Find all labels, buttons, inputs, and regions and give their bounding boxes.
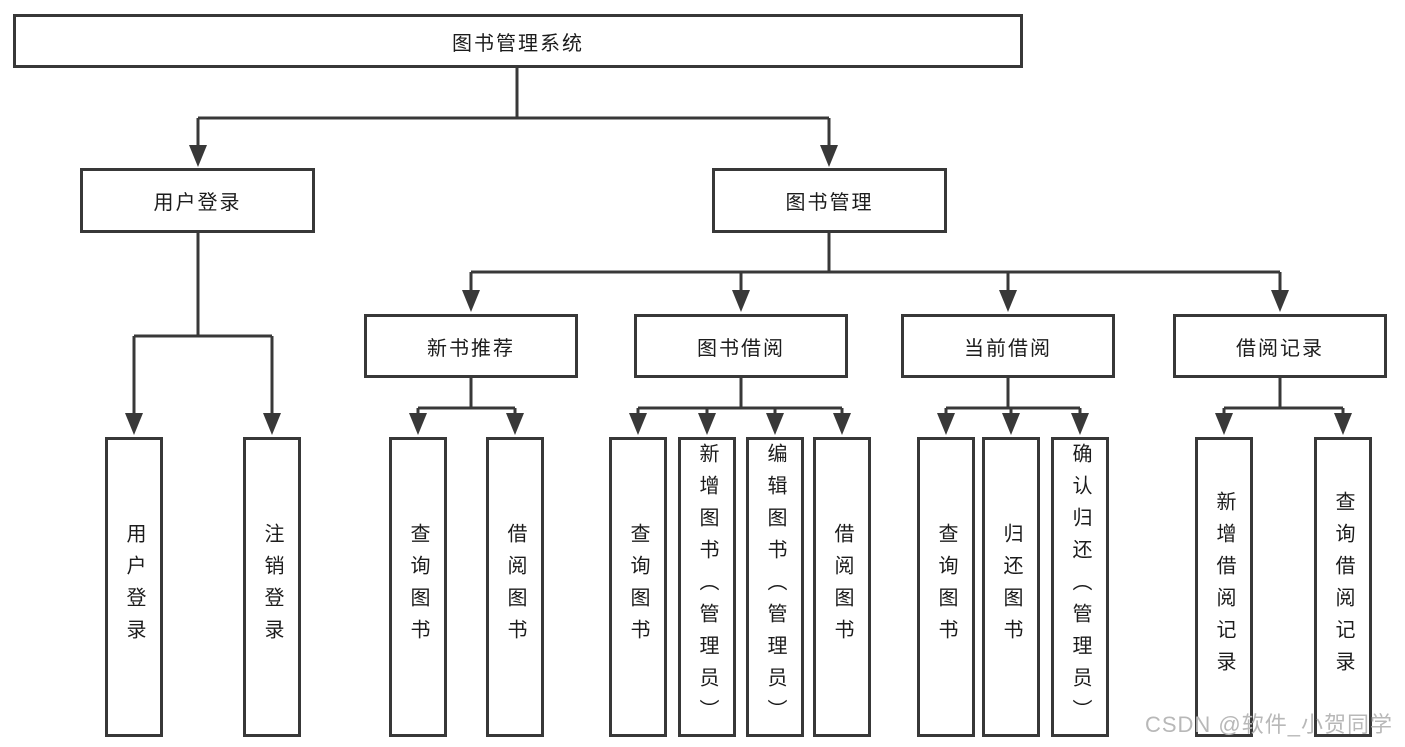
leaf-borrow-query-books: 查询图书 — [609, 437, 667, 737]
connector-book-borrow — [629, 378, 851, 435]
leaf-current-confirm-return-admin: 确认归还（管理员） — [1051, 437, 1109, 737]
connector-root-to-level2 — [189, 68, 838, 167]
arrowhead-icon — [698, 413, 716, 435]
arrowhead-icon — [999, 290, 1017, 312]
leaf-records-query-record: 查询借阅记录 — [1314, 437, 1372, 737]
arrowhead-icon — [189, 145, 207, 167]
arrowhead-icon — [409, 413, 427, 435]
node-current-borrow: 当前借阅 — [901, 314, 1115, 378]
node-book-management-branch: 图书管理 — [712, 168, 947, 233]
node-book-borrow: 图书借阅 — [634, 314, 848, 378]
arrowhead-icon — [833, 413, 851, 435]
leaf-borrow-edit-books-admin: 编辑图书（管理员） — [746, 437, 804, 737]
arrowhead-icon — [732, 290, 750, 312]
arrowhead-icon — [1215, 413, 1233, 435]
leaf-borrow-add-books-admin: 新增图书（管理员） — [678, 437, 736, 737]
node-new-book-recommend: 新书推荐 — [364, 314, 578, 378]
connector-book-management-to-sections — [462, 233, 1289, 312]
connector-current-borrow — [937, 378, 1089, 435]
leaf-records-add-record: 新增借阅记录 — [1195, 437, 1253, 737]
connector-borrow-records — [1215, 378, 1352, 435]
arrowhead-icon — [125, 413, 143, 435]
arrowhead-icon — [1334, 413, 1352, 435]
node-borrow-records: 借阅记录 — [1173, 314, 1387, 378]
arrowhead-icon — [820, 145, 838, 167]
arrowhead-icon — [263, 413, 281, 435]
node-user-login-branch: 用户登录 — [80, 168, 315, 233]
connector-new-book-recommend — [409, 378, 524, 435]
arrowhead-icon — [1071, 413, 1089, 435]
leaf-current-return-books: 归还图书 — [982, 437, 1040, 737]
leaf-recommend-borrow-books: 借阅图书 — [486, 437, 544, 737]
leaf-logout: 注销登录 — [243, 437, 301, 737]
arrowhead-icon — [629, 413, 647, 435]
arrowhead-icon — [1271, 290, 1289, 312]
leaf-user-login: 用户登录 — [105, 437, 163, 737]
leaf-current-query-books: 查询图书 — [917, 437, 975, 737]
leaf-recommend-query-books: 查询图书 — [389, 437, 447, 737]
arrowhead-icon — [1002, 413, 1020, 435]
arrowhead-icon — [766, 413, 784, 435]
leaf-borrow-borrow-books: 借阅图书 — [813, 437, 871, 737]
csdn-watermark: CSDN @软件_小贺同学 — [1144, 712, 1393, 737]
node-library-management-system: 图书管理系统 — [13, 14, 1023, 68]
arrowhead-icon — [506, 413, 524, 435]
arrowhead-icon — [937, 413, 955, 435]
connector-user-login-branch — [125, 233, 281, 435]
arrowhead-icon — [462, 290, 480, 312]
